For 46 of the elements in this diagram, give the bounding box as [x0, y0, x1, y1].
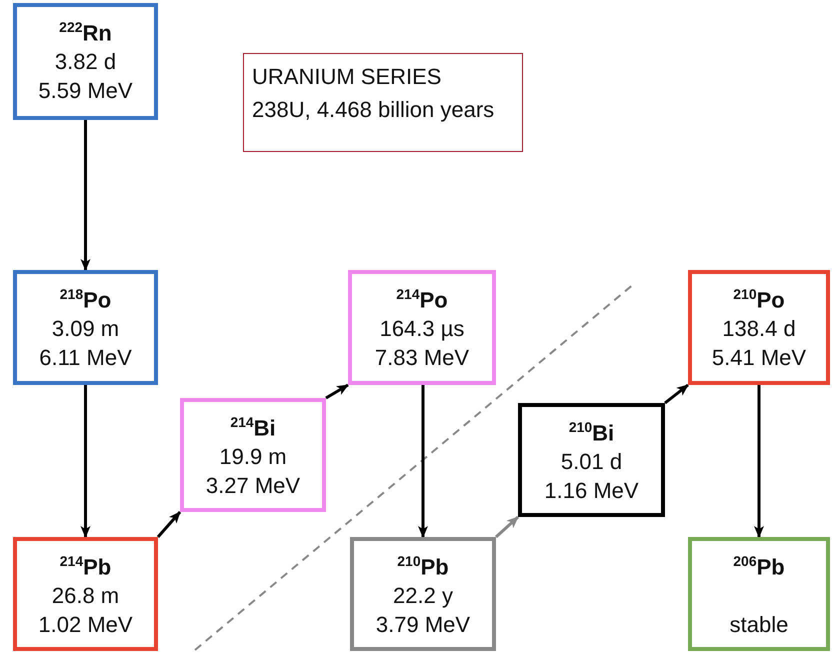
series-note: 238U, 4.468 billion years	[252, 96, 494, 124]
half-life: 138.4 d	[722, 315, 796, 344]
decay-energy: 5.41 MeV	[712, 344, 806, 372]
half-life: stable	[730, 611, 788, 640]
decay-energy: 1.16 MeV	[544, 477, 639, 506]
isotope-symbol: $^{214}$Po	[396, 285, 448, 314]
isotope-symbol: $^{214}$Pb	[60, 552, 112, 582]
arrow	[418, 385, 428, 538]
arrow	[754, 385, 764, 538]
isotope-box	[180, 398, 326, 512]
isotope-symbol: $^{210}$Po	[733, 285, 785, 314]
arrow	[495, 516, 519, 538]
isotope-symbol: $^{218}$Po	[60, 285, 112, 314]
decay-energy: 6.11 MeV	[39, 344, 132, 372]
series-title: URANIUM SERIES	[252, 63, 442, 91]
decay-energy: 3.27 MeV	[206, 472, 300, 500]
arrow	[80, 385, 90, 538]
isotope-symbol: $^{214}$Bi	[230, 413, 276, 442]
arrow	[80, 120, 90, 271]
isotope-box	[518, 403, 665, 517]
half-life: 22.2 y	[393, 582, 453, 610]
isotope-box	[13, 270, 158, 385]
decay-energy: 5.59 MeV	[38, 77, 133, 106]
half-life: 164.3 µs	[380, 315, 464, 344]
decay-energy: 1.02 MeV	[38, 611, 133, 640]
isotope-box	[348, 270, 496, 385]
half-life: 3.82 d	[54, 48, 116, 76]
decay-energy: 7.83 MeV	[374, 344, 470, 372]
isotope-symbol: $^{210}$Bi	[568, 418, 614, 448]
isotope-symbol: $^{210}$Pb	[397, 552, 449, 582]
arrow	[156, 511, 182, 538]
half-life: 26.8 m	[52, 582, 120, 610]
arrow	[664, 384, 689, 404]
arrow	[325, 384, 349, 400]
half-life: 3.09 m	[52, 315, 120, 344]
half-life: 5.01 d	[560, 448, 622, 476]
isotope-symbol: $^{206}$Pb	[733, 552, 785, 582]
isotope-box	[688, 537, 830, 651]
isotope-symbol: $^{222}$Rn	[59, 18, 112, 48]
isotope-box	[688, 270, 830, 385]
isotope-box	[13, 537, 158, 651]
isotope-box	[350, 537, 496, 651]
half-life: 19.9 m	[219, 443, 287, 472]
title-box	[243, 53, 523, 152]
isotope-box	[13, 3, 158, 120]
decay-energy: 3.79 MeV	[376, 611, 470, 640]
